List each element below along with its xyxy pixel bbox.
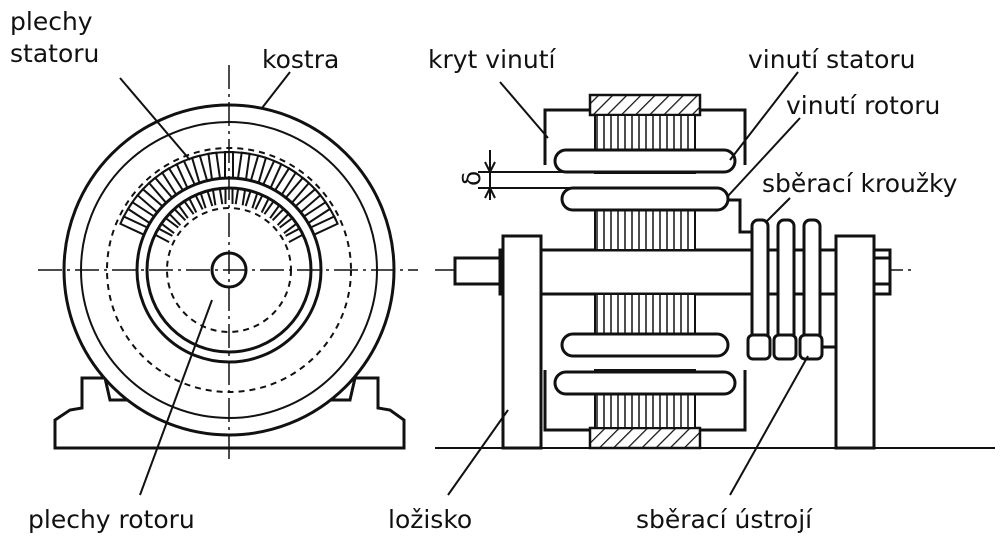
leader-vinuti-statoru: [729, 71, 799, 161]
slip-rings: [750, 218, 822, 342]
winding-cover-left: [543, 108, 590, 432]
slip-ring-1: [750, 218, 770, 342]
stator-frame-bottom: [588, 426, 702, 450]
brush-gear: [746, 333, 836, 361]
brush-2: [772, 333, 798, 361]
stator-frame-top: [588, 93, 702, 117]
label-sberaci-krouzky: sběrací kroužky: [762, 169, 958, 198]
leader-sberaci-krouzky: [765, 197, 791, 223]
slip-ring-3: [802, 218, 822, 342]
leaders-left: [119, 71, 291, 496]
label-lozisko: ložisko: [388, 505, 472, 534]
winding-cover-right: [700, 108, 747, 432]
slip-ring-2: [776, 218, 796, 342]
label-plechy-statoru-1: plechy: [10, 7, 93, 36]
delta-symbol: δ: [457, 171, 486, 186]
label-sberaci-ustroji: sběrací ústrojí: [636, 505, 813, 534]
label-plechy-statoru-2: statoru: [10, 39, 99, 68]
stator-slot: [310, 215, 339, 236]
air-gap-dimension: δ: [457, 150, 602, 200]
side-view: δ: [435, 71, 995, 496]
leader-plechy-statoru: [119, 77, 191, 161]
bearing-left: [501, 234, 543, 450]
leader-kryt-vinuti: [499, 81, 549, 139]
cross-section-view: [38, 65, 418, 462]
brush-3: [798, 333, 824, 361]
stator-slots: [119, 151, 339, 236]
rotor-winding-bottom: [560, 332, 730, 358]
rotor-lead: [728, 198, 760, 234]
leader-sberaci-ustroji: [729, 355, 809, 496]
shaft: [498, 248, 892, 296]
leader-lozisko: [447, 409, 509, 496]
bearing-right: [834, 234, 876, 450]
label-kostra: kostra: [262, 45, 339, 74]
label-vinuti-statoru: vinutí statoru: [748, 45, 916, 74]
rotor-winding-top: [560, 186, 730, 212]
shaft-left-end: [453, 256, 505, 286]
stator-winding-top: [553, 148, 737, 174]
leader-plechy-rotoru: [139, 299, 213, 496]
leader-kostra: [261, 71, 291, 109]
stator-slot: [119, 215, 148, 236]
label-vinuti-rotoru: vinutí rotoru: [786, 91, 940, 120]
leader-vinuti-rotoru: [727, 117, 801, 197]
label-kryt-vinuti: kryt vinutí: [428, 45, 557, 74]
labels: plechy statoru kostra plechy rotoru kryt…: [10, 7, 958, 534]
label-plechy-rotoru: plechy rotoru: [28, 505, 195, 534]
brush-1: [746, 333, 772, 361]
stator-winding-bottom: [553, 370, 737, 396]
